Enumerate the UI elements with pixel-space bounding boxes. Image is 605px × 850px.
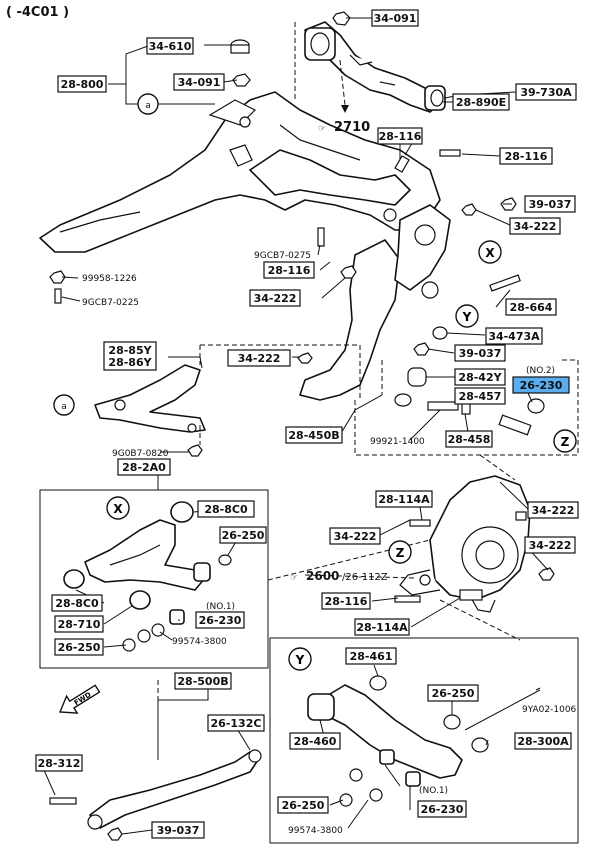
callout-34-473a: 34-473A xyxy=(488,330,540,343)
callout-28-114a-b: 28-114A xyxy=(356,621,408,634)
svg-text:a: a xyxy=(145,101,151,111)
callout-28-312: 28-312 xyxy=(38,757,81,770)
callout-28-457: 28-457 xyxy=(459,390,502,403)
reference-markers: a a X Y Z X Z Y xyxy=(53,93,577,671)
diagram-code: ( -4C01 ) xyxy=(6,5,69,20)
callout-28-42y: 28-42Y xyxy=(458,371,502,384)
callout-28-8c0-a: 28-8C0 xyxy=(204,503,248,516)
svg-text:X: X xyxy=(485,246,495,260)
callout-39-037-c: 39-037 xyxy=(157,824,200,837)
callout-28-8c0-b: 28-8C0 xyxy=(55,597,99,610)
rear-subframe xyxy=(39,91,451,401)
fasteners xyxy=(49,11,521,364)
callout-28-116-a: 28-116 xyxy=(379,130,422,143)
callout-28-461: 28-461 xyxy=(350,650,393,663)
callout-28-116-c: 28-116 xyxy=(268,264,311,277)
svg-text:☞: ☞ xyxy=(290,573,298,583)
callout-28-500b: 28-500B xyxy=(177,675,228,688)
svg-text:Y: Y xyxy=(295,653,305,667)
callout-99958-1226: 99958-1226 xyxy=(82,274,137,284)
callout-26-230-b: 26-230 xyxy=(421,803,464,816)
svg-text:Y: Y xyxy=(462,310,472,324)
forward-arrow-icon: FWD xyxy=(58,684,101,714)
callout-9gcb7-0225: 9GCB7-0225 xyxy=(82,298,139,308)
upper-arm-assembly xyxy=(94,364,206,457)
callout-28-116-b: 28-116 xyxy=(505,150,548,163)
callout-99574-3800-b: 99574-3800 xyxy=(288,826,343,836)
differential-mount-member xyxy=(304,21,446,113)
callout-28-2a0: 28-2A0 xyxy=(122,461,166,474)
callout-34-222-f: 34-222 xyxy=(529,539,572,552)
callout-26-250-c: 26-250 xyxy=(432,687,475,700)
callout-9gcb7-0275: 9GCB7-0275 xyxy=(254,251,311,261)
svg-text:Z: Z xyxy=(561,435,570,449)
trailing-link xyxy=(49,749,262,841)
callout-no1-b: (NO.1) xyxy=(419,786,448,796)
callout-39-730a: 39-730A xyxy=(520,86,572,99)
callout-9g0b7-0820: 9G0B7-0820 xyxy=(112,449,169,459)
callout-99921-1400: 99921-1400 xyxy=(370,437,425,447)
inset-box-y xyxy=(269,637,579,844)
callout-2710: 2710 xyxy=(334,120,370,135)
callout-34-091: 34-091 xyxy=(178,76,221,89)
callout-28-116-d: 28-116 xyxy=(325,595,368,608)
callout-28-458: 28-458 xyxy=(448,433,491,446)
callout-34-222-a: 34-222 xyxy=(514,220,557,233)
callout-34-091-top: 34-091 xyxy=(374,12,417,25)
inset-box-x xyxy=(39,489,269,669)
callout-28-300a: 28-300A xyxy=(517,735,569,748)
svg-text:FWD: FWD xyxy=(73,691,93,708)
callout-2600: 2600 xyxy=(306,569,339,583)
callout-39-037-a: 39-037 xyxy=(529,198,572,211)
callout-no1-a: (NO.1) xyxy=(206,602,235,612)
svg-text:Z: Z xyxy=(396,546,405,560)
svg-text:☞: ☞ xyxy=(318,124,326,134)
knuckle-hardware xyxy=(394,367,555,603)
callout-26-250-a: 26-250 xyxy=(222,529,265,542)
callout-28-800: 28-800 xyxy=(61,78,104,91)
callout-99574-3800-a: 99574-3800 xyxy=(172,637,227,647)
callout-28-85y: 28-85Y xyxy=(108,344,152,357)
callout-34-610: 34-610 xyxy=(149,40,192,53)
callout-26-250-d: 26-250 xyxy=(282,799,325,812)
callout-28-460: 28-460 xyxy=(294,735,337,748)
callout-26-250-b: 26-250 xyxy=(58,641,101,654)
callout-39-037-b: 39-037 xyxy=(459,347,502,360)
callout-34-222-b: 34-222 xyxy=(254,292,297,305)
callout-labels: 34-091 34-610 28-800 34-091 39-730A 28-8… xyxy=(35,9,579,839)
callout-26-230-a: 26-230 xyxy=(199,614,242,627)
svg-text:a: a xyxy=(61,402,67,412)
callout-34-222-c: 34-222 xyxy=(238,352,281,365)
callout-28-86y: 28-86Y xyxy=(108,356,152,369)
callout-26-230-highlighted: 26-230 xyxy=(520,379,563,392)
callout-28-890e: 28-890E xyxy=(456,96,506,109)
callout-9ya02-1006: 9YA02-1006 xyxy=(522,705,577,715)
callout-28-450b: 28-450B xyxy=(288,429,339,442)
callout-34-222-d: 34-222 xyxy=(532,504,575,517)
svg-text:X: X xyxy=(113,502,123,516)
callout-26-112z: /26-112Z xyxy=(342,572,388,583)
callout-26-132c: 26-132C xyxy=(211,717,262,730)
callout-no2: (NO.2) xyxy=(526,366,555,376)
callout-28-710: 28-710 xyxy=(58,618,101,631)
callout-28-664: 28-664 xyxy=(510,301,553,314)
callout-34-222-e: 34-222 xyxy=(334,530,377,543)
callout-28-114a-a: 28-114A xyxy=(378,493,430,506)
